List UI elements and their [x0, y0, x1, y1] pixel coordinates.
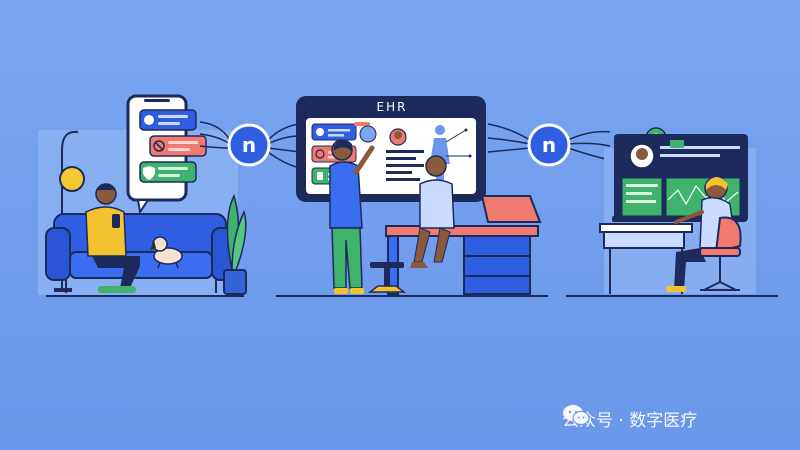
phone-card-alert [149, 135, 207, 157]
stool [367, 262, 407, 293]
wechat-icon [563, 405, 590, 426]
phone-card-user [139, 109, 197, 131]
touch-indicator [359, 125, 377, 143]
keyboard [612, 216, 652, 222]
phone-card-secure [139, 161, 197, 183]
dog [150, 236, 183, 269]
ehr-card-user [311, 123, 357, 141]
payment-card-icon [670, 140, 684, 148]
person-on-sofa [85, 183, 140, 293]
node-right [527, 123, 571, 167]
potted-plant [223, 193, 247, 295]
ehr-screen-title: EHR [376, 100, 408, 114]
user-icon [144, 115, 154, 125]
billing-desk-scene: $ [599, 127, 756, 294]
shield-icon [143, 166, 155, 180]
watermark-text: 公众号 · 数字医疗 [562, 410, 698, 431]
ehr-patient-record [386, 128, 424, 181]
doctor-standing [329, 139, 375, 294]
node-left [227, 123, 271, 167]
node-left-label: n [242, 133, 256, 157]
floor-lamp [54, 130, 85, 292]
phone-mockup [126, 94, 207, 215]
node-right-label: n [542, 133, 556, 157]
patient-sitting [410, 155, 455, 268]
living-room-scene [38, 94, 247, 295]
ehr-exam-scene [296, 96, 542, 295]
no-symbol-icon [153, 140, 165, 152]
office-chair [699, 216, 742, 291]
watermark: 公众号 · 数字医疗 [562, 404, 792, 432]
